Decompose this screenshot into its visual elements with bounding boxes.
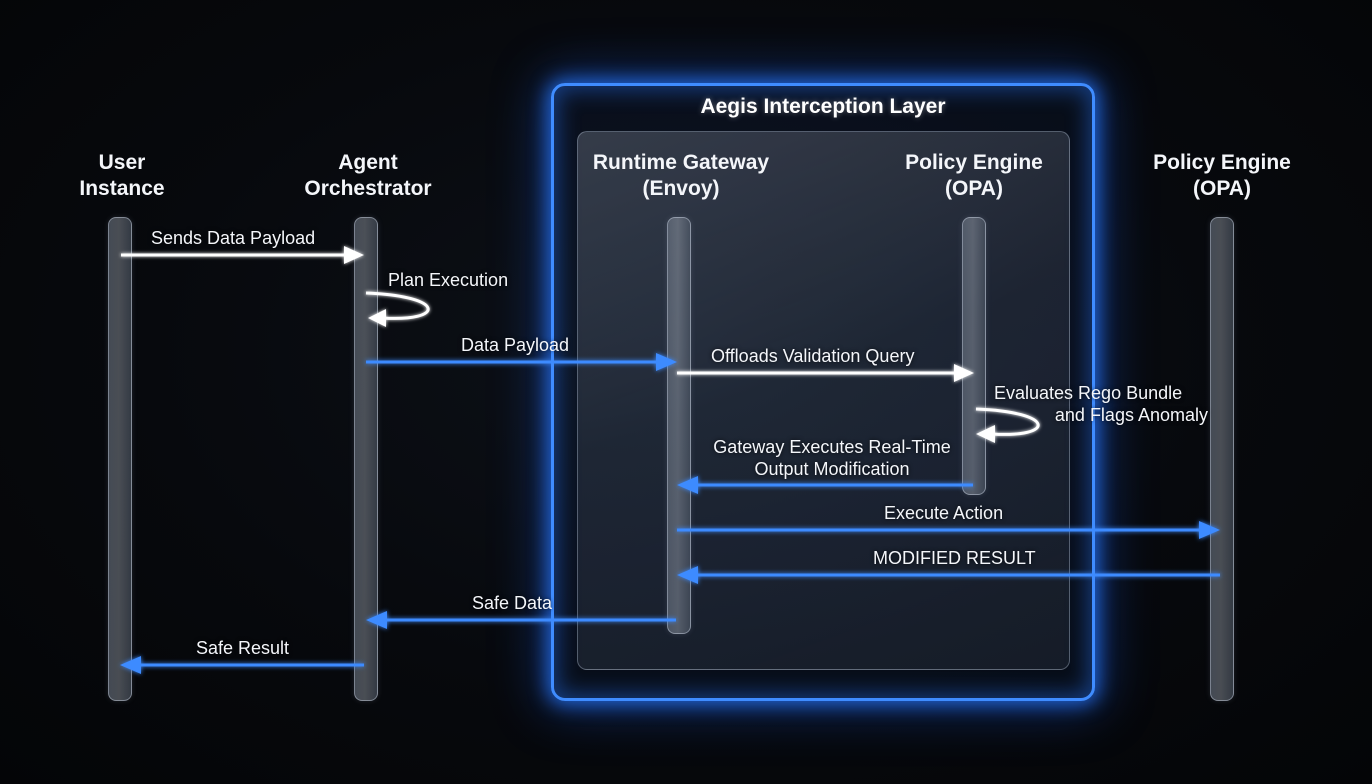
label-safe-data: Safe Data — [472, 593, 553, 613]
interception-layer-frame — [551, 83, 1095, 701]
interception-layer-title: Aegis Interception Layer — [700, 95, 946, 118]
arrow-data-payload — [366, 353, 677, 371]
label-execute-action: Execute Action — [884, 503, 1004, 523]
lifeline-gateway — [667, 217, 691, 634]
lifeline-policy-outer — [1210, 217, 1234, 701]
label-sends-data-payload: Sends Data Payload — [151, 228, 316, 248]
label-gateway-executes: Gateway Executes Real-Time Output Modifi… — [713, 437, 951, 479]
arrow-safe-result — [120, 656, 364, 674]
label-offloads-validation-query: Offloads Validation Query — [711, 346, 915, 366]
lifeline-agent — [354, 217, 378, 701]
arrow-offloads-validation-query — [677, 364, 974, 382]
label-data-payload: Data Payload — [461, 335, 570, 355]
arrow-plan-execution-loop — [365, 291, 430, 327]
label-plan-execution: Plan Execution — [388, 270, 509, 290]
arrow-execute-action — [677, 521, 1220, 539]
lifeline-user — [108, 217, 132, 701]
label-modified-result: MODIFIED RESULT — [873, 548, 1036, 568]
arrow-sends-data-payload — [121, 246, 364, 264]
label-evaluates-rego-bundle: Evaluates Rego Bundle and Flags Anomaly — [994, 383, 1208, 425]
arrow-safe-data — [366, 611, 676, 629]
actor-policy-inner-title: Policy Engine(OPA) — [905, 151, 1043, 200]
arrow-modified-result — [677, 566, 1220, 584]
label-safe-result: Safe Result — [196, 638, 290, 658]
interception-inner-panel — [577, 131, 1070, 670]
actor-policy-outer-title: Policy Engine(OPA) — [1153, 151, 1291, 200]
arrow-evaluates-loop — [975, 407, 1040, 443]
arrow-gateway-executes — [677, 476, 973, 494]
lifeline-policy-inner — [962, 217, 986, 495]
actor-gateway-title: Runtime Gateway(Envoy) — [592, 151, 770, 200]
